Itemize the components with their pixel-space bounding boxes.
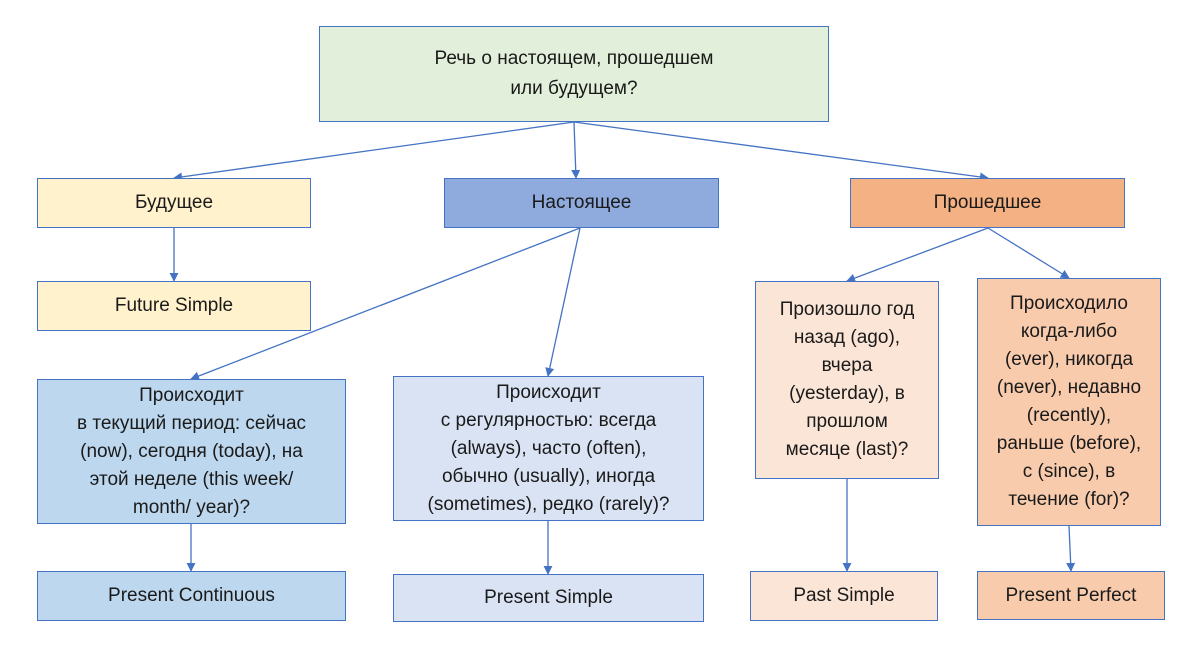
root-question-box: Речь о настоящем, прошедшем или будущем?: [319, 26, 829, 122]
present-perfect-box: Present Perfect: [977, 571, 1165, 620]
arrow-past-to-perfect-question: [987, 227, 1070, 279]
arrow-present-to-regularity: [545, 227, 581, 377]
present-box: Настоящее: [444, 178, 719, 228]
regularity-box: Происходит с регулярностью: всегда (alwa…: [393, 376, 704, 521]
present-simple-box: Present Simple: [393, 574, 704, 622]
arrow-perfect-question-to-present-perfect: [1066, 525, 1076, 572]
arrow-past-to-past-question: [846, 227, 989, 283]
perfect-question-box: Происходило когда-либо (ever), никогда (…: [977, 278, 1161, 526]
arrow-root-to-present: [571, 121, 581, 179]
future-simple-box: Future Simple: [37, 281, 311, 331]
future-box: Будущее: [37, 178, 311, 228]
past-box: Прошедшее: [850, 178, 1125, 228]
past-question-box: Произошло год назад (ago), вчера (yester…: [755, 281, 939, 479]
current-period-box: Происходит в текущий период: сейчас (now…: [37, 379, 346, 524]
present-continuous-box: Present Continuous: [37, 571, 346, 621]
past-simple-box: Past Simple: [750, 571, 938, 621]
arrow-root-to-future: [173, 121, 575, 182]
arrow-root-to-past: [573, 121, 989, 182]
